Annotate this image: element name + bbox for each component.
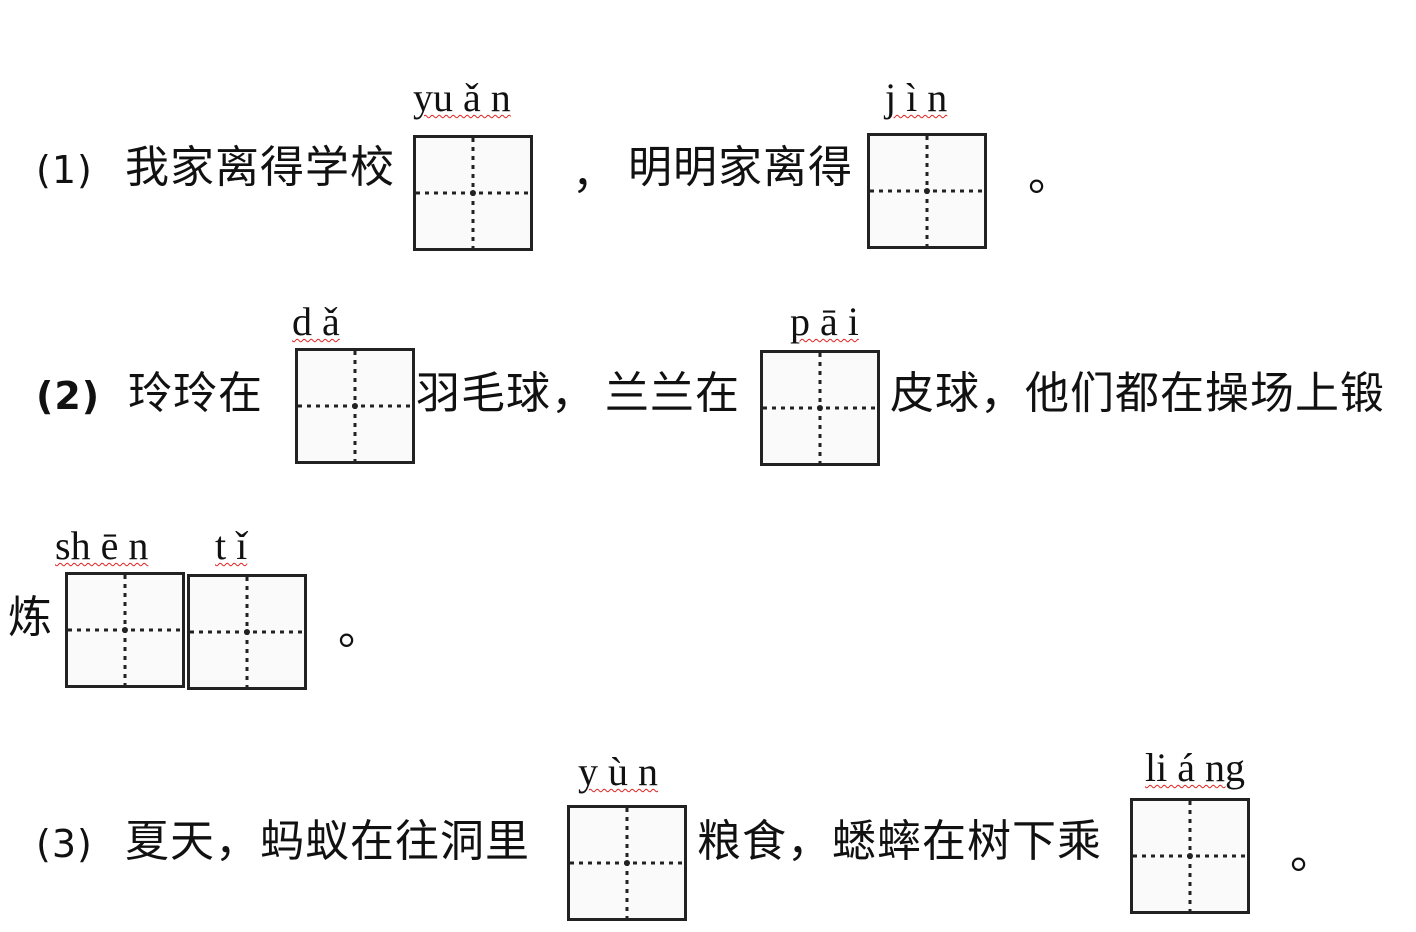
pinyin-hint: j ì n xyxy=(885,75,948,120)
sentence-text: 我家离得学校 xyxy=(125,142,395,193)
sentence-text: 炼 xyxy=(8,592,53,643)
pinyin-hint: sh ē n xyxy=(55,523,149,568)
pinyin-hint: yu ǎ n xyxy=(413,75,511,120)
grid-guide-lines xyxy=(68,575,182,685)
pinyin-hint: li á ng xyxy=(1145,745,1245,790)
answer-box[interactable] xyxy=(187,574,307,690)
sentence-text: 夏天，蚂蚁在往洞里 xyxy=(125,816,530,867)
sentence-text: 兰兰在 xyxy=(605,368,740,419)
sentence-text: 羽毛球， xyxy=(416,368,596,419)
answer-box[interactable] xyxy=(65,572,185,688)
grid-guide-lines xyxy=(416,138,530,248)
grid-guide-lines xyxy=(190,577,304,687)
punctuation: 。 xyxy=(338,604,383,655)
pinyin-hint: p ā i xyxy=(790,299,859,344)
punctuation: ， xyxy=(572,148,617,199)
grid-guide-lines xyxy=(1133,801,1247,911)
question-number: (3) xyxy=(36,822,93,866)
pinyin-hint: y ù n xyxy=(578,749,658,794)
answer-box[interactable] xyxy=(1130,798,1250,914)
punctuation: 。 xyxy=(1290,828,1335,879)
answer-box[interactable] xyxy=(867,133,987,249)
pinyin-hint: d ǎ xyxy=(292,299,340,344)
grid-guide-lines xyxy=(570,808,684,918)
punctuation: 。 xyxy=(1028,150,1073,201)
question-number: (1) xyxy=(36,148,93,192)
sentence-text: 粮食，蟋蟀在树下乘 xyxy=(697,816,1102,867)
answer-box[interactable] xyxy=(295,348,415,464)
answer-box[interactable] xyxy=(567,805,687,921)
sentence-text: 皮球，他们都在操场上锻 xyxy=(890,368,1385,419)
grid-guide-lines xyxy=(763,353,877,463)
grid-guide-lines xyxy=(298,351,412,461)
answer-box[interactable] xyxy=(760,350,880,466)
question-number: (2) xyxy=(36,374,101,418)
sentence-text: 明明家离得 xyxy=(628,142,853,193)
grid-guide-lines xyxy=(870,136,984,246)
pinyin-hint: t ǐ xyxy=(215,523,248,568)
answer-box[interactable] xyxy=(413,135,533,251)
sentence-text: 玲玲在 xyxy=(128,368,263,419)
